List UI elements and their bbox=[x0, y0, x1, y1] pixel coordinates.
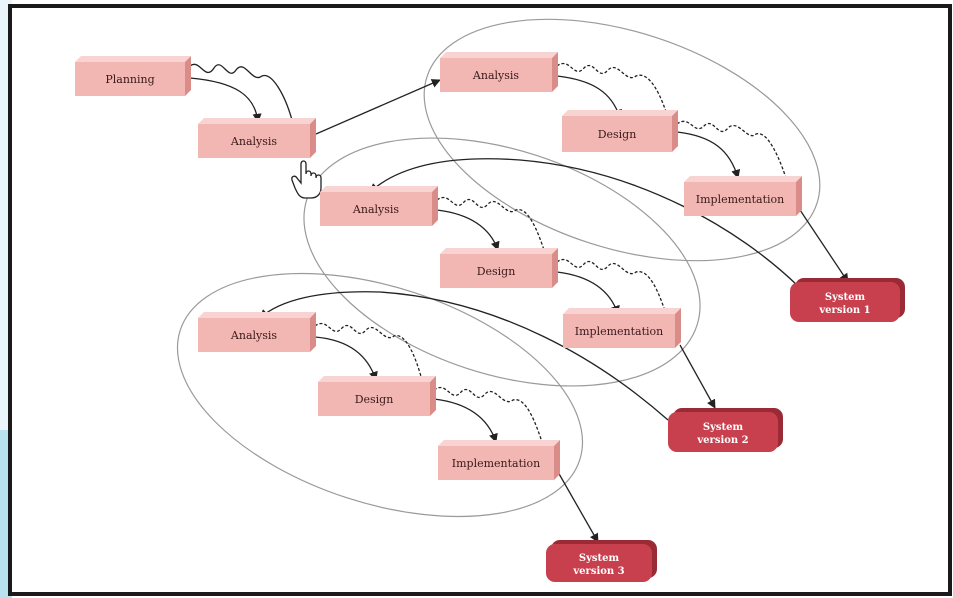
analysis-box-iter1: Analysis bbox=[440, 52, 558, 92]
implementation-box-iter1-label: Implementation bbox=[696, 193, 785, 206]
flow-lines bbox=[189, 63, 849, 543]
system-version-2-line1: System bbox=[703, 422, 744, 433]
iteration-1-ellipse bbox=[423, 18, 821, 262]
system-version-1-line1: System bbox=[825, 292, 866, 303]
implementation-box-iter3: Implementation bbox=[438, 440, 560, 480]
hand-pointer-icon[interactable] bbox=[291, 160, 322, 199]
implementation-box-iter2: Implementation bbox=[563, 308, 681, 348]
analysis-box-iter3: Analysis bbox=[198, 312, 316, 352]
analysis-box-iter2: Analysis bbox=[320, 186, 438, 226]
analysis-box-initial-label: Analysis bbox=[230, 135, 277, 148]
analysis-box-iter2-label: Analysis bbox=[352, 203, 399, 216]
system-version-3: System version 3 bbox=[546, 540, 657, 582]
planning-box: Planning bbox=[75, 56, 191, 96]
system-version-2: System version 2 bbox=[668, 408, 783, 452]
system-version-1: System version 1 bbox=[790, 278, 905, 322]
planning-box-label: Planning bbox=[105, 73, 154, 86]
iteration-3-ellipse bbox=[176, 272, 584, 518]
system-version-3-line1: System bbox=[579, 553, 620, 564]
system-version-3-line2: version 3 bbox=[572, 566, 624, 577]
iteration-2-ellipse bbox=[303, 137, 701, 387]
frame-border bbox=[8, 4, 952, 596]
implementation-box-iter1: Implementation bbox=[684, 176, 802, 216]
design-box-iter1-label: Design bbox=[598, 128, 637, 141]
design-box-iter3-label: Design bbox=[355, 393, 394, 406]
analysis-box-iter1-label: Analysis bbox=[472, 69, 519, 82]
implementation-box-iter2-label: Implementation bbox=[575, 325, 664, 338]
design-box-iter3: Design bbox=[318, 376, 436, 416]
system-version-2-line2: version 2 bbox=[696, 435, 748, 446]
implementation-box-iter3-label: Implementation bbox=[452, 457, 541, 470]
system-version-1-line2: version 1 bbox=[818, 305, 870, 316]
design-box-iter2: Design bbox=[440, 248, 558, 288]
design-box-iter2-label: Design bbox=[477, 265, 516, 278]
analysis-box-initial: Analysis bbox=[198, 118, 316, 158]
analysis-box-iter3-label: Analysis bbox=[230, 329, 277, 342]
design-box-iter1: Design bbox=[562, 110, 678, 152]
